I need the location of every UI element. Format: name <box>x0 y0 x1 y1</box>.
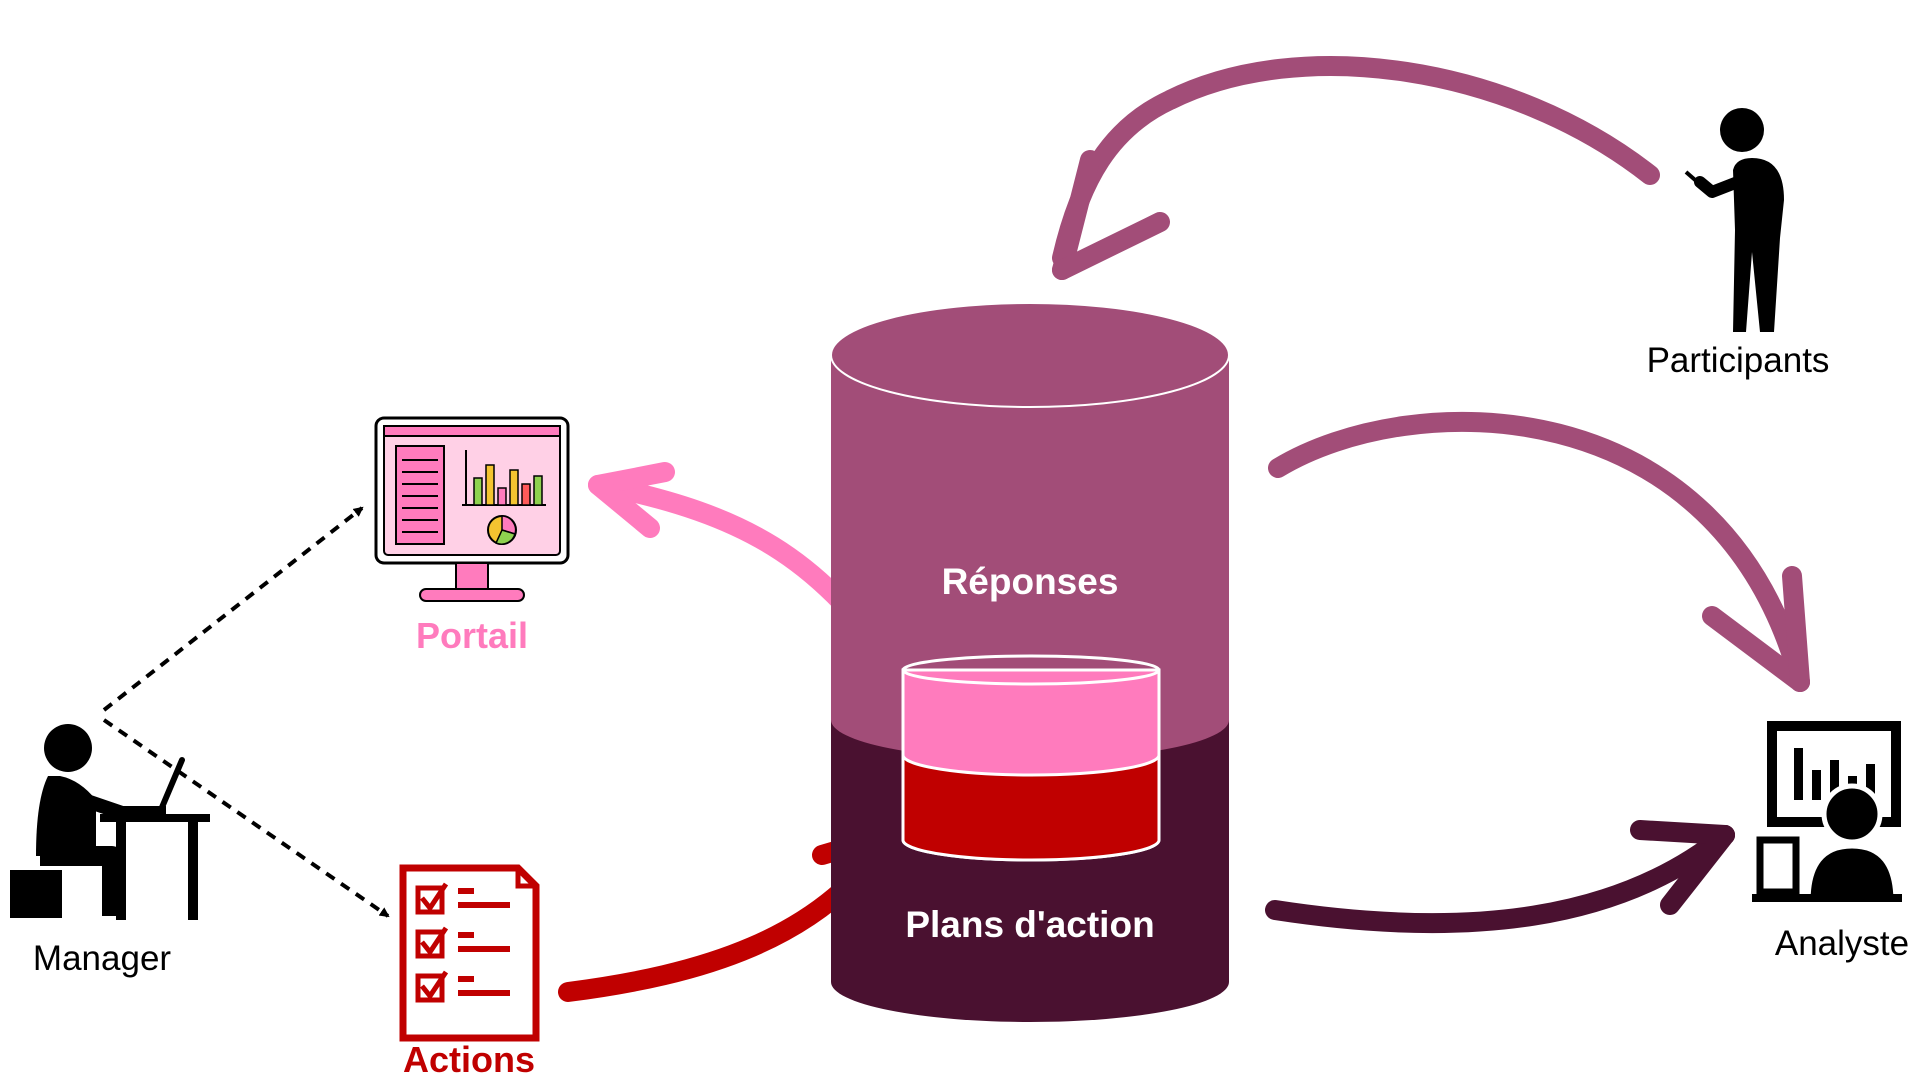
dashboard-monitor-icon <box>374 416 570 602</box>
inner-cylinder <box>901 654 1161 862</box>
participants-to-database-arrow <box>1052 56 1660 280</box>
participants-label: Participants <box>1647 341 1830 380</box>
manager-to-actions-dashed-arrow <box>102 718 390 918</box>
actions-label: Actions <box>403 1039 535 1080</box>
database-to-analyste-lower-arrow <box>1265 820 1735 934</box>
manager-to-portail-dashed-arrow <box>102 506 364 712</box>
database-cylinder-icon: Réponses Plans d'action <box>830 302 1230 1022</box>
person-at-laptop-icon <box>10 724 210 920</box>
database-to-analyste-upper-arrow <box>1268 411 1810 692</box>
portail-label: Portail <box>416 615 528 656</box>
manager-label: Manager <box>33 939 171 978</box>
checklist-document-icon <box>399 864 540 1042</box>
analyste-label: Analyste <box>1775 924 1909 963</box>
reponses-label: Réponses <box>942 561 1119 602</box>
person-with-phone-icon <box>1684 108 1784 332</box>
manager-dashed-arrows <box>102 506 390 918</box>
plans-action-label: Plans d'action <box>905 904 1154 945</box>
analyst-presentation-icon <box>1752 721 1902 905</box>
